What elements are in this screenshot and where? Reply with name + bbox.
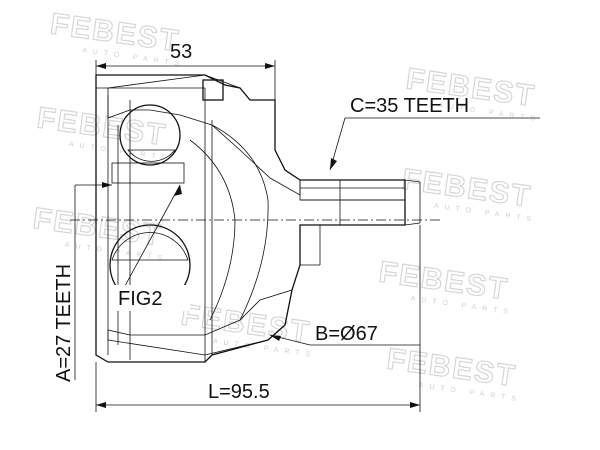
dim-a: A=27 TEETH [53,182,112,382]
dim-53-label: 53 [170,41,192,63]
dim-b: B=Ø67 [269,323,420,346]
fig2-label: FIG2 [118,288,162,310]
dim-c: C=35 TEETH [329,95,540,171]
dim-c-label: C=35 TEETH [350,95,469,117]
dim-53: 53 [95,41,276,100]
watermark-layer: FEBEST AUTO PARTS FEBEST AUTO PARTS FEBE… [30,7,541,404]
fig2-callout: FIG2 [112,184,190,311]
dim-l-label: L=95.5 [208,381,270,403]
dim-l: L=95.5 [95,225,421,412]
joint-body [70,74,440,363]
dim-a-label: A=27 TEETH [53,264,75,382]
dim-b-label: B=Ø67 [315,323,378,345]
